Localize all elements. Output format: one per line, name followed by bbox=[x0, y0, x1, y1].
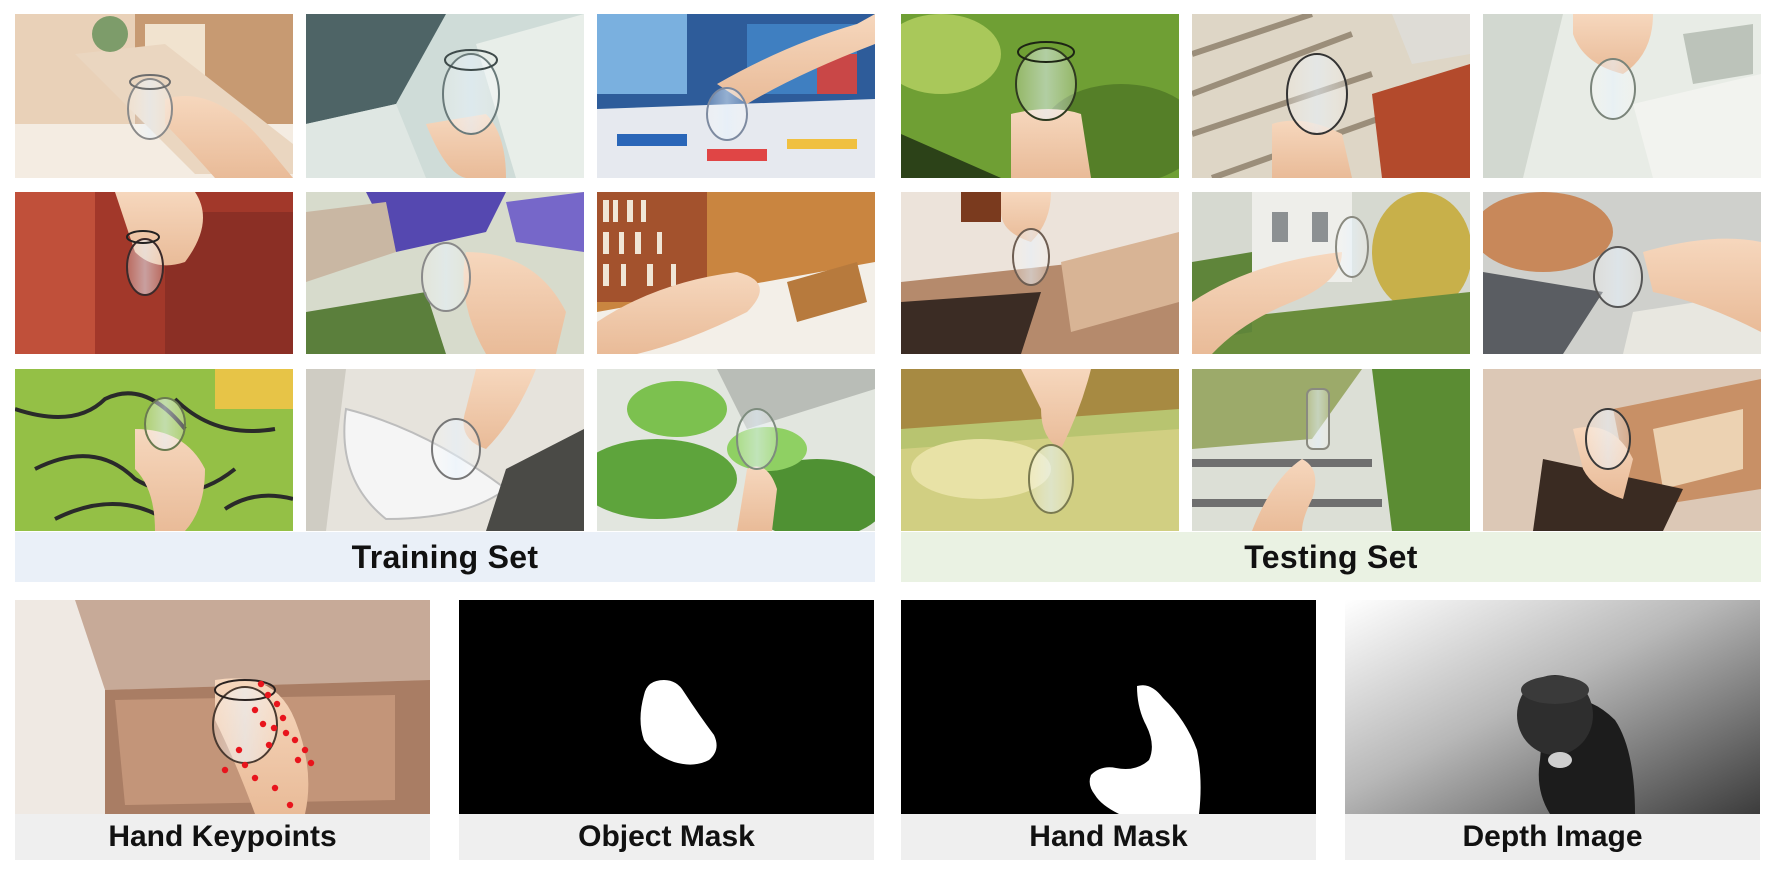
object-mask-shape bbox=[640, 680, 717, 765]
testing-image-2 bbox=[1192, 14, 1470, 178]
hand-mask-shape bbox=[1089, 685, 1201, 814]
depth-image bbox=[1345, 600, 1760, 814]
training-image-6 bbox=[597, 192, 875, 354]
testing-image-1 bbox=[901, 14, 1179, 178]
testing-image-8 bbox=[1192, 369, 1470, 531]
hand-keypoints-image bbox=[15, 600, 430, 814]
hand-mask-caption: Hand Mask bbox=[901, 814, 1316, 860]
training-image-3 bbox=[597, 14, 875, 178]
training-image-4 bbox=[15, 192, 293, 354]
training-image-7 bbox=[15, 369, 293, 531]
hand-keypoints-caption: Hand Keypoints bbox=[15, 814, 430, 860]
hand-mask-image bbox=[901, 600, 1316, 814]
testing-set-label: Testing Set bbox=[901, 532, 1761, 582]
object-mask-image bbox=[459, 600, 874, 814]
keypoint-markers bbox=[221, 680, 315, 809]
object-mask-caption: Object Mask bbox=[459, 814, 874, 860]
testing-image-6 bbox=[1483, 192, 1761, 354]
training-image-8 bbox=[306, 369, 584, 531]
training-image-2 bbox=[306, 14, 584, 178]
depth-image-caption: Depth Image bbox=[1345, 814, 1760, 860]
testing-image-7 bbox=[901, 369, 1179, 531]
testing-image-3 bbox=[1483, 14, 1761, 178]
testing-image-4 bbox=[901, 192, 1179, 354]
testing-image-9 bbox=[1483, 369, 1761, 531]
training-image-5 bbox=[306, 192, 584, 354]
testing-image-5 bbox=[1192, 192, 1470, 354]
training-set-label: Training Set bbox=[15, 532, 875, 582]
training-image-9 bbox=[597, 369, 875, 531]
training-image-1 bbox=[15, 14, 293, 178]
